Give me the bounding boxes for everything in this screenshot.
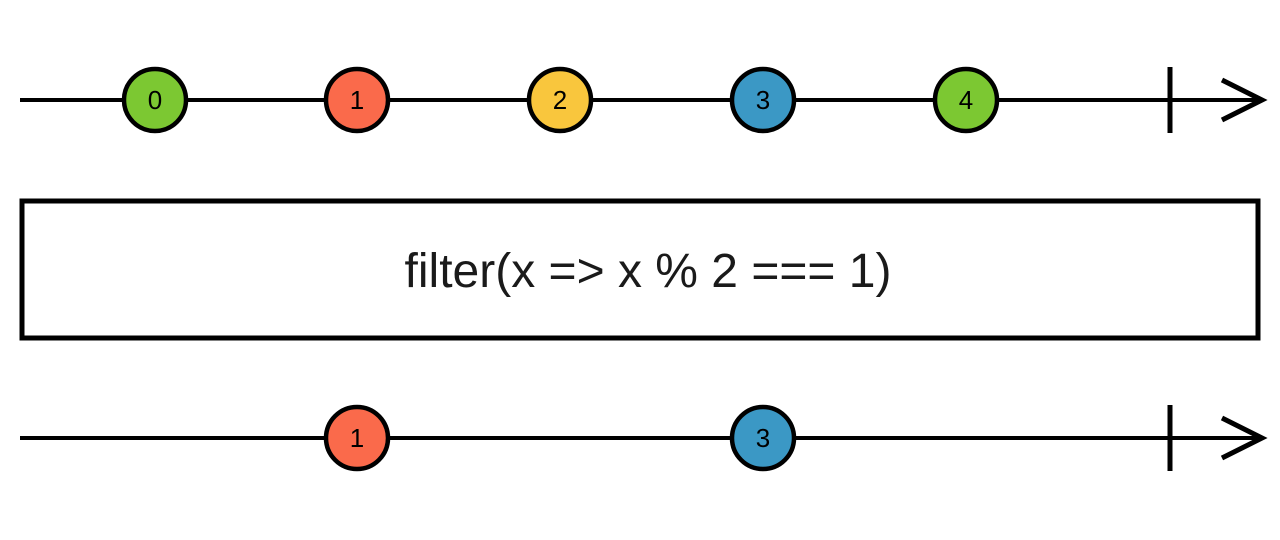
marble-value: 1 (350, 85, 364, 115)
marble-circle (121, 66, 189, 134)
marble-value: 4 (959, 85, 973, 115)
marble-circle (323, 404, 391, 472)
operator-box: filter(x => x % 2 === 1) (19, 198, 1261, 341)
marble-value: 0 (148, 85, 162, 115)
arrow-head-icon (1220, 415, 1268, 461)
marble: 3 (729, 66, 797, 134)
operator-box-rect (19, 198, 1261, 341)
marble-circle (323, 66, 391, 134)
marble-circle (729, 66, 797, 134)
marble: 2 (526, 66, 594, 134)
marble: 3 (729, 404, 797, 472)
marble-circle (526, 66, 594, 134)
marble-circle (729, 404, 797, 472)
marble-value: 2 (553, 85, 567, 115)
marble: 0 (121, 66, 189, 134)
marble-circle (932, 66, 1000, 134)
arrow-head-icon (1220, 77, 1268, 123)
marble-value: 1 (350, 423, 364, 453)
source-stream-timeline: 0 1 2 3 4 (20, 66, 1268, 134)
marble-value: 3 (756, 85, 770, 115)
operator-label: filter(x => x % 2 === 1) (405, 245, 892, 298)
marble: 1 (323, 66, 391, 134)
marble-value: 3 (756, 423, 770, 453)
marble: 4 (932, 66, 1000, 134)
marble: 1 (323, 404, 391, 472)
